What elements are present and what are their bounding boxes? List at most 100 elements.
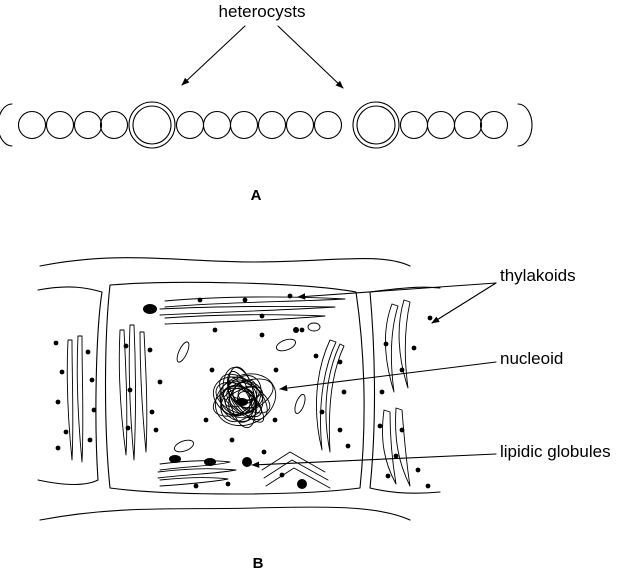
vesicle bbox=[294, 394, 306, 414]
thylakoids-arrow-1 bbox=[297, 282, 497, 300]
thylakoid bbox=[316, 339, 337, 451]
globule-dot bbox=[59, 369, 65, 375]
globule-dot bbox=[212, 327, 218, 333]
thylakoid bbox=[385, 303, 399, 393]
thylakoid bbox=[76, 335, 84, 463]
vegetative-cell bbox=[17, 110, 47, 140]
globule-dot bbox=[261, 449, 267, 455]
globule-dot bbox=[149, 409, 155, 415]
globule-dot bbox=[377, 423, 383, 429]
nucleoid-fibre bbox=[226, 387, 262, 418]
globule-dot bbox=[341, 389, 347, 395]
vegetative-cell bbox=[285, 110, 315, 140]
thylakoid bbox=[139, 331, 148, 453]
globule-dot bbox=[399, 367, 405, 373]
thylakoids-arrow-2 bbox=[431, 282, 497, 324]
thylakoids-label: thylakoids bbox=[500, 266, 576, 285]
globule-dot bbox=[345, 443, 351, 449]
globule-dot bbox=[411, 345, 417, 351]
globule-dot bbox=[203, 417, 209, 423]
globule-dot bbox=[279, 472, 285, 478]
globule-dot bbox=[209, 367, 215, 373]
heterocyst-arrow-right bbox=[277, 25, 344, 89]
nucleoid-fibre bbox=[222, 366, 255, 423]
vegetative-cell bbox=[45, 110, 75, 140]
vegetative-cell bbox=[399, 110, 429, 140]
heterocyst-inner-wall bbox=[356, 105, 396, 145]
granule bbox=[204, 458, 216, 466]
vegetative-cell bbox=[426, 110, 456, 140]
globule-dot bbox=[242, 297, 248, 303]
globule-dot bbox=[125, 425, 131, 431]
filament-end bbox=[517, 103, 533, 147]
vegetative-cell bbox=[257, 110, 287, 140]
globule-dot bbox=[393, 453, 399, 459]
vesicle bbox=[307, 322, 321, 332]
vegetative-cell bbox=[313, 110, 343, 140]
thylakoid bbox=[265, 467, 331, 489]
globule-dot bbox=[259, 332, 265, 338]
thylakoid bbox=[159, 477, 229, 487]
globule-dot bbox=[319, 409, 325, 415]
globule-dot bbox=[147, 347, 153, 353]
globule-dot bbox=[272, 417, 278, 423]
granule bbox=[293, 327, 299, 333]
nucleoid-core bbox=[236, 398, 248, 406]
granule bbox=[143, 304, 157, 314]
granule bbox=[169, 455, 181, 463]
globule-dot bbox=[427, 315, 433, 321]
filament-end bbox=[0, 103, 13, 147]
heterocyst-inner-wall bbox=[132, 105, 172, 145]
globule-dot bbox=[287, 293, 293, 299]
lipidic-globules-label: lipidic globules bbox=[500, 442, 611, 461]
thylakoid bbox=[398, 299, 411, 389]
granule bbox=[297, 479, 307, 489]
panel-a-label: A bbox=[251, 187, 262, 204]
globule-dot bbox=[313, 353, 319, 359]
globule-dot bbox=[383, 341, 389, 347]
globule-dot bbox=[337, 427, 343, 433]
globule-dot bbox=[415, 467, 421, 473]
globule-dot bbox=[55, 399, 61, 405]
globule-dot bbox=[399, 427, 405, 433]
panel-b: thylakoids nucleoid lipidic globules B bbox=[37, 257, 611, 572]
heterocysts-label: heterocysts bbox=[219, 2, 306, 21]
lipidic-globules-arrow bbox=[251, 453, 497, 468]
globule-dot bbox=[91, 407, 97, 413]
nucleoid-fibre bbox=[227, 370, 251, 414]
globule-dot bbox=[87, 437, 93, 443]
vegetative-cell bbox=[479, 110, 509, 140]
vegetative-cell bbox=[202, 110, 232, 140]
heterocyst bbox=[352, 101, 400, 149]
globule-dot bbox=[55, 445, 61, 451]
globule-dot bbox=[89, 377, 95, 383]
thylakoid bbox=[157, 468, 237, 479]
nucleoid-arrow bbox=[279, 361, 497, 392]
vegetative-cell bbox=[99, 110, 129, 140]
globule-dot bbox=[85, 349, 91, 355]
left-cell-wall bbox=[37, 286, 103, 486]
granule bbox=[242, 457, 252, 467]
cell-envelope-bottom bbox=[39, 506, 411, 521]
vegetative-cell bbox=[229, 110, 259, 140]
vegetative-cell bbox=[175, 110, 205, 140]
right-cell-wall bbox=[369, 291, 441, 494]
nucleoid-label: nucleoid bbox=[500, 349, 563, 368]
lipidic-globules bbox=[53, 293, 433, 489]
globule-dot bbox=[379, 389, 385, 395]
globule-dot bbox=[225, 481, 231, 487]
globule-dot bbox=[273, 367, 279, 373]
globule-dot bbox=[425, 483, 431, 489]
thylakoid bbox=[395, 407, 411, 487]
heterocyst bbox=[128, 101, 176, 149]
globule-dot bbox=[153, 427, 159, 433]
thylakoid bbox=[325, 343, 345, 453]
globule-dot bbox=[337, 359, 343, 365]
thylakoid bbox=[382, 409, 397, 485]
thylakoid bbox=[128, 324, 136, 461]
vegetative-cell bbox=[73, 110, 103, 140]
globule-dot bbox=[299, 327, 305, 333]
panel-b-label: B bbox=[253, 555, 264, 572]
globule-dot bbox=[385, 473, 391, 479]
